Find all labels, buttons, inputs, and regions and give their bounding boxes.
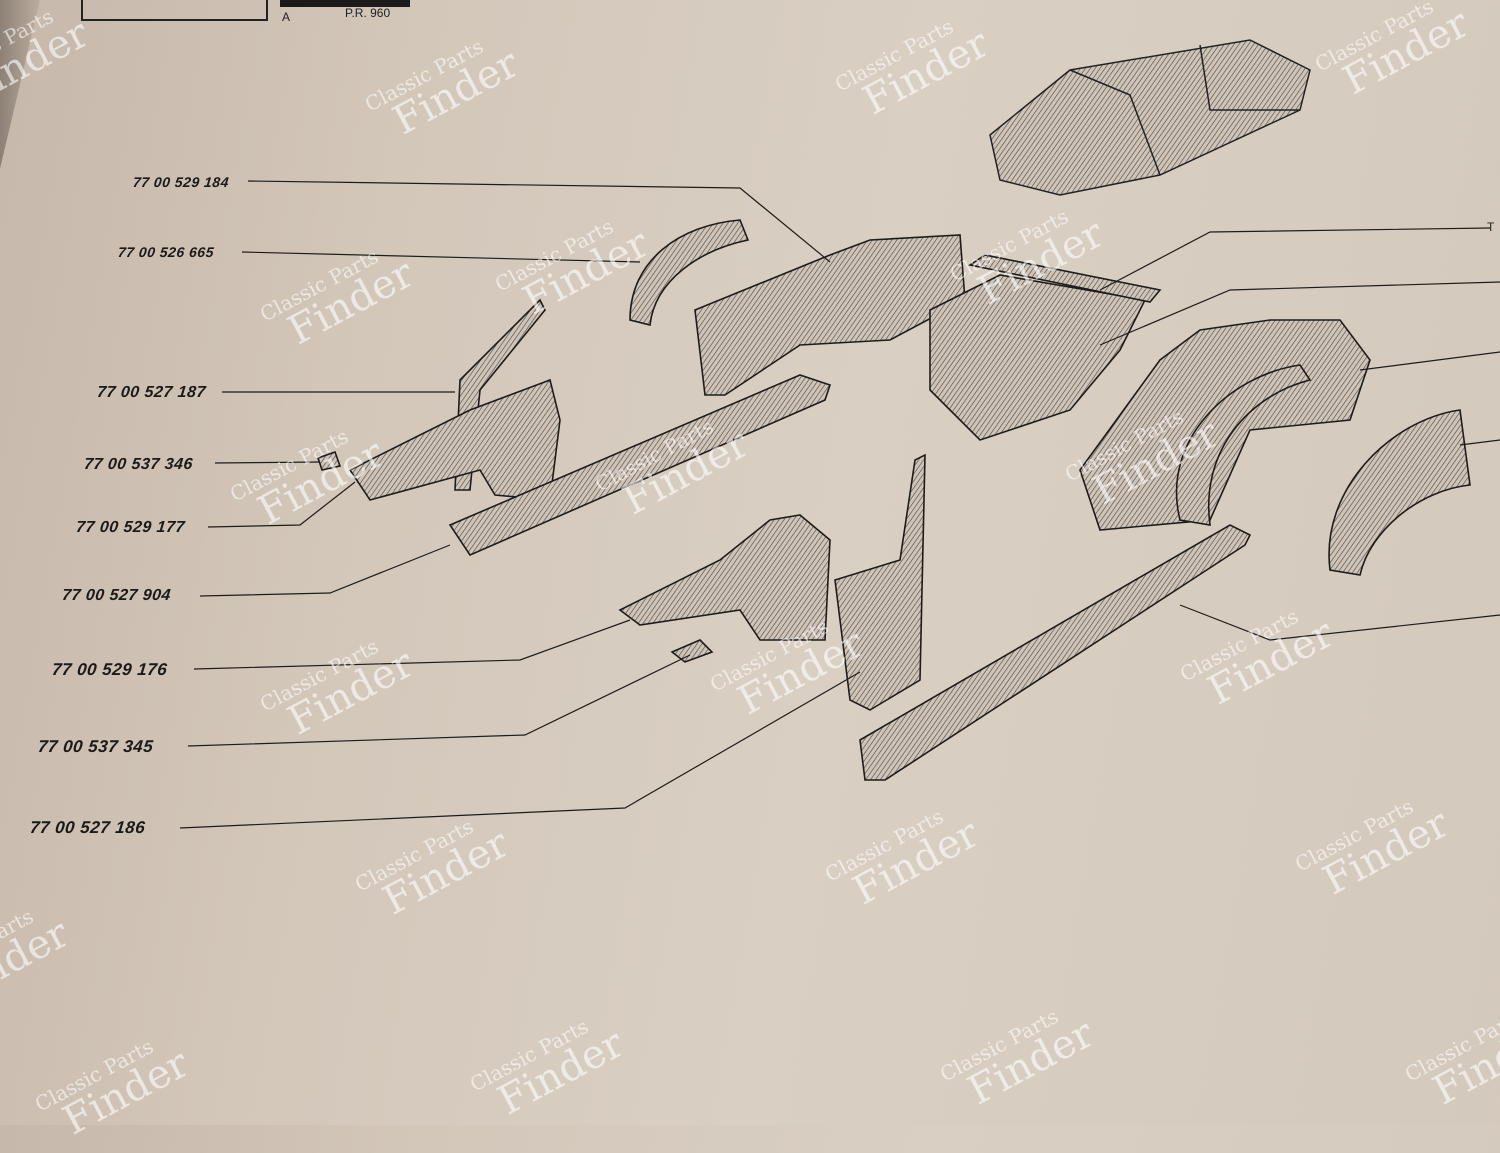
exploded-parts-diagram (81, 0, 1500, 829)
page-reference: P.R. 960 (345, 6, 391, 20)
rear-wheel-arch-right (1175, 364, 1312, 526)
small-bracket-346 (316, 450, 342, 471)
car-body-overview (989, 39, 1311, 196)
rear-quarter-inner-left (694, 234, 966, 396)
leader-lines (179, 180, 1500, 829)
callout-label: 77 00 527 904 (61, 587, 172, 604)
rear-crossmember (929, 274, 1147, 441)
lower-sill (859, 524, 1252, 781)
callout-label: 77 00 527 186 (29, 818, 147, 837)
callout-label: 77 00 527 187 (96, 384, 207, 401)
callout-label: 77 00 529 184 (132, 174, 230, 190)
rear-rail (967, 254, 1162, 303)
upper-sill (448, 374, 832, 557)
callout-label: 77 00 529 177 (75, 519, 186, 536)
corner-letter: A (282, 10, 291, 24)
b-pillar (834, 453, 926, 711)
rear-wheel-arch-left (629, 219, 750, 326)
small-bracket-345 (670, 639, 714, 663)
callout-label: 77 00 537 345 (37, 737, 155, 756)
callout-label: 77 00 526 665 (117, 244, 215, 260)
rear-wheel-arch-outer (1328, 409, 1471, 576)
header-thumbnail (81, 0, 410, 21)
parts (316, 219, 1471, 781)
lower-front-side-panel (618, 514, 831, 641)
callout-label: 77 00 537 346 (83, 456, 194, 473)
callout-label: 77 00 529 176 (51, 660, 169, 679)
cut-off-label: T (1487, 220, 1495, 234)
